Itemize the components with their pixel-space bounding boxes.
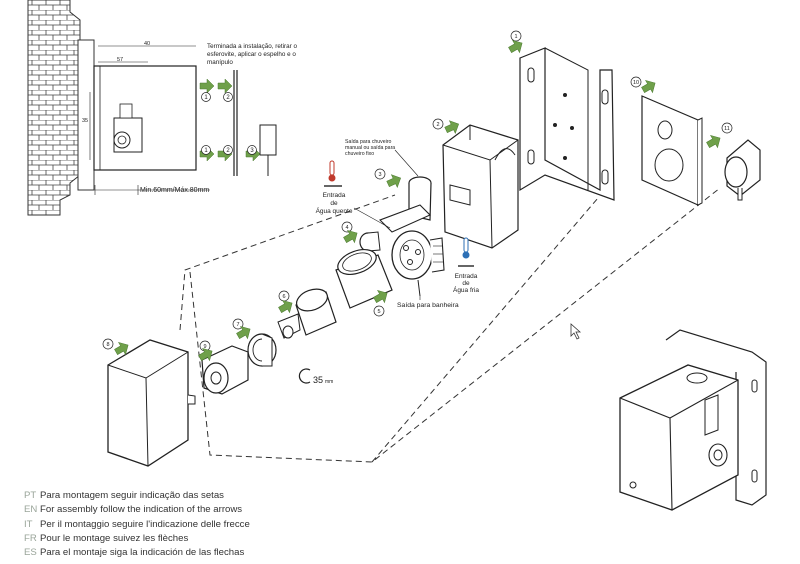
step-2-section-b: 2 xyxy=(226,148,230,154)
protective-box xyxy=(442,124,519,249)
legend-text-fr: Pour le montage suivez les flèches xyxy=(40,532,189,544)
hot-water-icon xyxy=(324,160,342,187)
wall-plaster xyxy=(77,39,95,191)
short-cap xyxy=(201,345,249,395)
step-1-section-a: 1 xyxy=(204,95,208,101)
cold-inlet-line-3: Água fria xyxy=(453,285,479,294)
dim-57: 57 xyxy=(117,57,123,63)
mouse-cursor-icon xyxy=(570,323,582,340)
step-1-label: 1 xyxy=(514,34,517,40)
hot-inlet-line-3: Água quente xyxy=(316,206,353,215)
step-7-label: 7 xyxy=(236,322,239,328)
dim-35: 35 xyxy=(82,118,88,124)
key-size-unit: mm xyxy=(325,379,333,385)
lang-code-fr: FR xyxy=(24,532,37,544)
legend-text-it: Per il montaggio seguire l'indicazione d… xyxy=(40,518,250,530)
lang-code-pt: PT xyxy=(24,490,37,501)
cartridge-extension xyxy=(277,288,337,339)
cold-inlet-line-2: de xyxy=(462,280,470,287)
hot-inlet-line-2: de xyxy=(330,200,338,207)
shower-outlet-line-3: chuveiro fixo xyxy=(345,151,374,157)
key-size-value: 35 xyxy=(313,375,323,385)
shower-outlet-line-2: manual ou saída para xyxy=(345,145,395,151)
dashed-assembly-path xyxy=(189,187,721,463)
nut xyxy=(247,333,277,367)
step-2-label: 2 xyxy=(436,122,439,128)
shower-outlet-line-1: Saída para chuveiro xyxy=(345,139,392,145)
legend-text-pt: Para montagem seguir indicação das setas xyxy=(40,490,224,501)
wrench-size-symbol: 35 mm xyxy=(298,368,333,385)
handle xyxy=(724,139,761,201)
step-4-label: 4 xyxy=(345,225,348,231)
dim-40: 40 xyxy=(144,41,150,47)
brick-wall xyxy=(27,0,81,216)
step-3-label: 3 xyxy=(378,172,381,178)
wall-section-view: 40 57 35 Min.60mm/Máx.80mm Terminada a i… xyxy=(27,0,297,216)
step-1-section-b: 1 xyxy=(204,148,208,154)
step-6-label: 6 xyxy=(282,294,285,300)
step-2-section-a: 2 xyxy=(226,95,230,101)
step-10-label: 10 xyxy=(633,80,639,86)
lang-code-it: IT xyxy=(24,518,33,530)
hot-inlet-line-1: Entrada xyxy=(323,192,346,199)
legend-text-en: For assembly follow the indication of th… xyxy=(40,504,243,516)
cold-inlet-line-1: Entrada xyxy=(455,273,478,280)
valve-body xyxy=(379,176,445,297)
install-note-line-2: esferovite, aplicar o espelho e o xyxy=(207,51,296,58)
legend-text-es: Para el montaje siga la indicación de la… xyxy=(40,547,245,559)
wall-depth-label: Min.60mm/Máx.80mm xyxy=(140,187,209,194)
valve-body-section xyxy=(93,65,197,171)
cover-plate xyxy=(641,95,703,206)
install-note-line-3: manípulo xyxy=(207,59,233,66)
step-8-label: 8 xyxy=(106,342,109,348)
step-3-section-b: 3 xyxy=(250,148,254,154)
bath-outlet-label: Saída para banheira xyxy=(397,302,459,309)
large-cap xyxy=(107,339,196,467)
legend-row-it: IT Per il montaggio seguire l'indicazione… xyxy=(24,518,250,532)
assembled-unit xyxy=(619,329,767,511)
cold-water-icon xyxy=(458,237,474,267)
step-11-label: 11 xyxy=(724,126,730,132)
step-5-label: 5 xyxy=(377,309,380,315)
install-note-line-1: Terminada a instalação, retirar o xyxy=(207,43,297,50)
lang-code-en: EN xyxy=(24,504,38,516)
mounting-bracket xyxy=(519,47,615,201)
plug xyxy=(359,231,381,252)
step-9-label: 9 xyxy=(203,344,206,350)
lang-code-es: ES xyxy=(24,547,37,559)
